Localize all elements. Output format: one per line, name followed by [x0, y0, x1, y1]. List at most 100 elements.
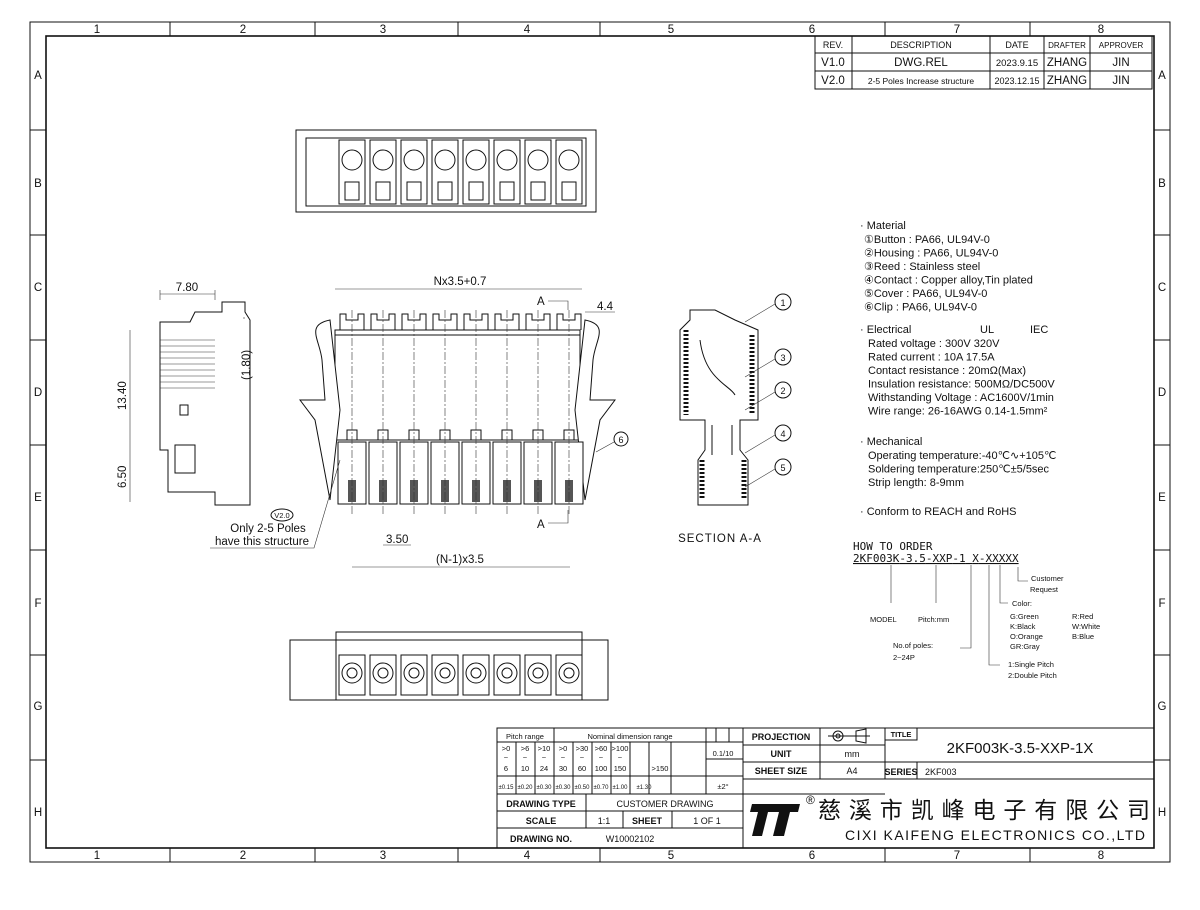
company-logo [750, 804, 800, 836]
rev-cell: V2.0 [821, 75, 845, 87]
projection-label: PROJECTION [752, 732, 811, 742]
balloon-label: 4 [780, 429, 785, 439]
top-pole [338, 139, 366, 205]
pitch-type-1: 1:Single Pitch [1008, 660, 1054, 669]
range-to: 60 [578, 764, 586, 773]
bottom-view [289, 631, 609, 701]
bottom-pole [555, 654, 583, 696]
dim-span: (N-1)x3.5 [436, 554, 484, 566]
material-title: Material [867, 220, 906, 232]
column-label: 5 [668, 24, 674, 36]
drawing-no-label: DRAWING NO. [510, 834, 572, 844]
column-label: 1 [94, 24, 100, 36]
row-label: H [1158, 807, 1166, 819]
drafter-cell: ZHANG [1047, 75, 1087, 87]
iec-header: IEC [1030, 324, 1048, 336]
top-pole-release [465, 149, 487, 171]
series-label: SERIES [884, 767, 917, 777]
bottom-pole-hole [403, 662, 425, 684]
row-label: B [1158, 178, 1166, 190]
top-pole-slot [344, 181, 360, 201]
range-tilde: ~ [580, 753, 585, 762]
top-pole [462, 139, 490, 205]
rev-tag-v2 [270, 508, 294, 522]
how-to-order: HOW TO ORDER 2KF003K-3.5-XXP-1 X-XXXXX M… [853, 540, 1100, 680]
section-title: SECTION A-A [678, 533, 762, 545]
column-label: 2 [240, 850, 246, 862]
row-label: D [34, 387, 42, 399]
label-poles: No.of poles: [893, 641, 933, 650]
bottom-pole-hole [558, 662, 580, 684]
column-label: 5 [668, 850, 674, 862]
row-label: G [34, 701, 43, 713]
column-label: 6 [809, 24, 815, 36]
sheet-size-label: SHEET SIZE [755, 766, 808, 776]
order-code-part: - [899, 552, 906, 565]
top-pole-release [558, 149, 580, 171]
top-view [295, 129, 597, 213]
top-pole-release [403, 149, 425, 171]
range-from: >6 [521, 744, 530, 753]
row-label: E [1158, 492, 1166, 504]
spec-line: Strip length: 8-9mm [868, 477, 964, 489]
top-pole-slot [468, 181, 484, 201]
top-pole [369, 139, 397, 205]
bottom-pole-hole-inner [470, 667, 482, 679]
color-option: G:Green [1010, 612, 1039, 621]
bottom-pole-hole-inner [563, 667, 575, 679]
row-label: B [34, 178, 42, 190]
color-option: R:Red [1072, 612, 1093, 621]
bottom-pole-hole [465, 662, 487, 684]
range-over: >150 [652, 764, 669, 773]
customer-2: Request [1030, 585, 1059, 594]
wire-entry [348, 480, 356, 502]
tolerance-value: ±0.20 [518, 785, 534, 791]
balloon-5 [774, 458, 792, 476]
range-to: 6 [504, 764, 508, 773]
drawing-title: 2KF003K-3.5-XXP-1X [947, 740, 1094, 757]
company-name-en: CIXI KAIFENG ELECTRONICS CO.,LTD [845, 827, 1145, 843]
bottom-pole [338, 654, 366, 696]
dim-pitch: 3.50 [386, 534, 408, 546]
drawing-type: CUSTOMER DRAWING [616, 799, 713, 809]
top-pole-slot [561, 181, 577, 201]
svg-text:· Mechanical: · Mechanical [860, 436, 922, 448]
side-view: 7.80 13.40 6.50 (1.80) [117, 282, 253, 506]
color-option: B:Blue [1072, 632, 1094, 641]
date-cell: 2023.12.15 [994, 76, 1039, 86]
rev-header: REV. [823, 40, 843, 50]
range-tilde: ~ [542, 753, 547, 762]
mechanical-title: Mechanical [867, 436, 923, 448]
scale: 1:1 [598, 816, 611, 826]
flatness: 0.1/10 [713, 749, 734, 758]
row-label: E [34, 492, 42, 504]
order-code-part: 3.5 [906, 552, 926, 565]
range-to: 10 [521, 764, 529, 773]
bottom-pole-hole [341, 662, 363, 684]
top-pole [524, 139, 552, 205]
row-label: H [34, 807, 42, 819]
spec-line: Operating temperature:-40℃∿+105℃ [868, 450, 1056, 462]
order-code-part: - [952, 552, 959, 565]
dim-side-bottom: 6.50 [117, 466, 129, 488]
company-name-cn: 慈溪市凯峰电子有限公司 [818, 797, 1150, 823]
label-pitch: Pitch:mm [918, 615, 949, 624]
balloon-label: 1 [780, 298, 785, 308]
balloon-2 [774, 381, 792, 399]
range-from: >0 [502, 744, 511, 753]
wire-entry [441, 480, 449, 502]
range-to: 30 [559, 764, 567, 773]
spec-line: ④Contact : Copper alloy,Tin plated [864, 275, 1033, 287]
unit-label: UNIT [771, 749, 792, 759]
tolerance-value: ±0.70 [594, 785, 610, 791]
dim-overall-width: Nx3.5+0.7 [434, 276, 487, 288]
drafter-cell: ZHANG [1047, 57, 1087, 69]
column-label: 3 [380, 850, 386, 862]
spec-line: Withstanding Voltage : AC1600V/1min [868, 392, 1054, 404]
leader-line [744, 434, 776, 454]
date-header: DATE [1005, 40, 1028, 50]
range-to: 24 [540, 764, 548, 773]
bottom-pole-hole [372, 662, 394, 684]
range-to: 150 [614, 764, 627, 773]
